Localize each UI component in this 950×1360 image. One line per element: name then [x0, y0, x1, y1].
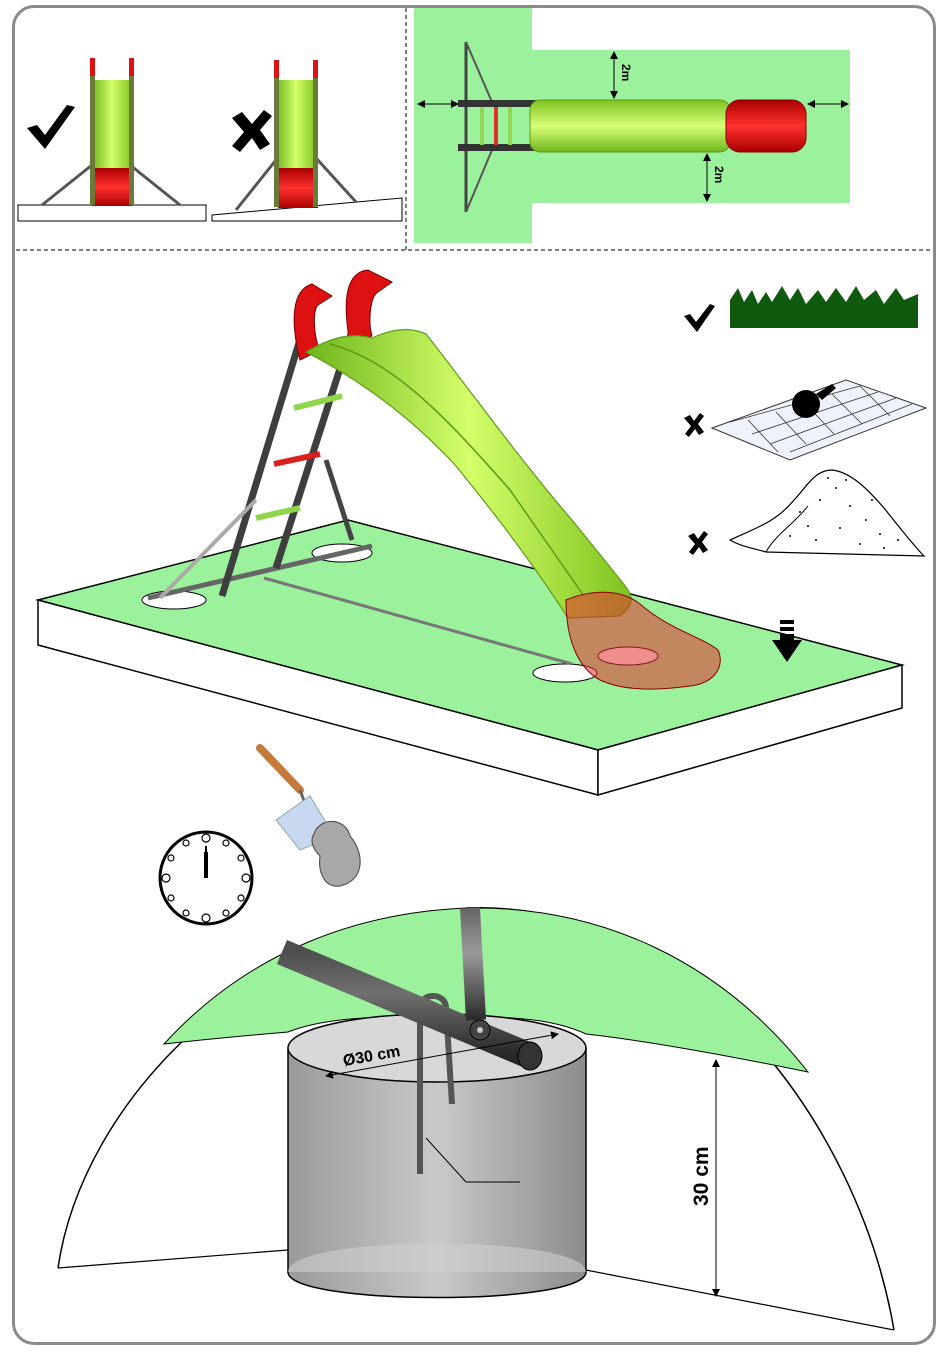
- setback-top-label: 2m: [619, 64, 633, 81]
- depth-label: 30 cm: [690, 1146, 713, 1206]
- sand-icon: [730, 470, 924, 556]
- footing-detail: Ø30 cm 30 cm: [58, 908, 894, 1330]
- paving-icon: [712, 380, 926, 460]
- cross-icon: [684, 413, 704, 437]
- check-icon: [684, 304, 715, 332]
- trowel-icon: [260, 748, 360, 886]
- ground-legend: [684, 286, 926, 556]
- cross-icon: [688, 531, 708, 555]
- grass-icon: [730, 286, 918, 328]
- setback-bottom-label: 2m: [712, 166, 726, 183]
- level-ground-correct: [18, 58, 206, 221]
- sloped-ground-wrong: [212, 60, 402, 221]
- clearance-plan: 2m 2m: [414, 8, 850, 243]
- cross-icon: [232, 110, 272, 152]
- clock-icon: [160, 832, 252, 924]
- check-icon: [27, 105, 75, 149]
